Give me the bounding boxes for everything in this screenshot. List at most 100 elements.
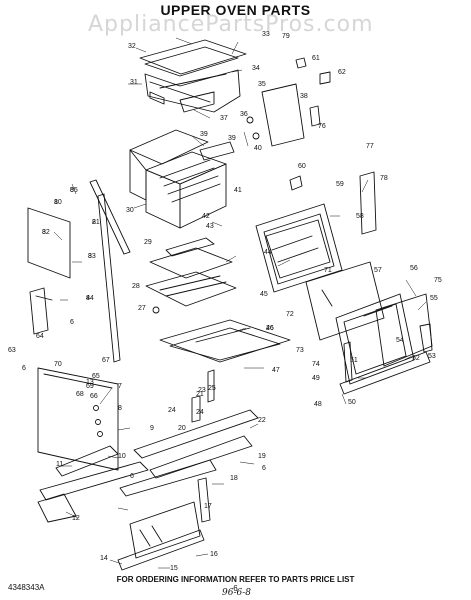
callout-6: 6 xyxy=(130,473,134,480)
callout-42: 42 xyxy=(202,213,210,220)
bottom-panel xyxy=(159,319,291,363)
callout-40: 40 xyxy=(254,145,262,152)
door-panel xyxy=(261,83,321,147)
callout-46: 46 xyxy=(266,325,274,332)
callout-61: 61 xyxy=(312,55,320,62)
callout-3: 3 xyxy=(88,253,92,260)
callout-53: 53 xyxy=(428,353,436,360)
callout-20: 20 xyxy=(178,425,186,432)
callout-6: 6 xyxy=(22,365,26,372)
callout-59: 59 xyxy=(336,181,344,188)
page-number: 6 xyxy=(233,584,238,593)
callout-81: 81 xyxy=(92,219,100,226)
callout-49: 49 xyxy=(312,375,320,382)
callout-69: 69 xyxy=(86,383,94,390)
callout-80: 80 xyxy=(54,199,62,206)
callout-62: 62 xyxy=(338,69,346,76)
callout-14: 14 xyxy=(100,555,108,562)
brackets xyxy=(191,57,331,423)
broil-element xyxy=(145,237,237,314)
callout-17: 17 xyxy=(204,503,212,510)
callout-5: 5 xyxy=(70,187,74,194)
callout-18: 18 xyxy=(230,475,238,482)
callout-39: 39 xyxy=(200,131,208,138)
callout-6: 6 xyxy=(70,319,74,326)
lower-glass-panel xyxy=(117,477,211,571)
callout-24: 24 xyxy=(196,409,204,416)
top-cover-assembly xyxy=(139,39,247,113)
callout-54: 54 xyxy=(396,337,404,344)
diagram-title: UPPER OVEN PARTS xyxy=(160,2,311,18)
callout-31: 31 xyxy=(130,79,138,86)
callout-13: 13 xyxy=(86,379,94,386)
handwritten-date: 96-6-8 xyxy=(222,588,251,598)
callout-23: 23 xyxy=(198,387,206,394)
callout-79: 79 xyxy=(282,33,290,40)
callout-72: 72 xyxy=(286,311,294,318)
callout-67: 67 xyxy=(102,357,110,364)
callout-27: 27 xyxy=(138,305,146,312)
callout-16: 16 xyxy=(210,551,218,558)
ordering-note: FOR ORDERING INFORMATION REFER TO PARTS … xyxy=(116,575,355,584)
callout-47: 47 xyxy=(272,367,280,374)
callout-33: 33 xyxy=(262,31,270,38)
door-latch xyxy=(289,171,377,235)
callout-19: 19 xyxy=(258,453,266,460)
callout-39: 39 xyxy=(228,135,236,142)
lower-rails xyxy=(37,409,259,523)
oven-door-frame xyxy=(255,203,343,293)
callout-10: 10 xyxy=(118,453,126,460)
callout-12: 12 xyxy=(72,515,80,522)
callout-66: 66 xyxy=(90,393,98,400)
door-glass-assembly xyxy=(305,261,433,395)
callout-77: 77 xyxy=(366,143,374,150)
callout-70: 70 xyxy=(54,361,62,368)
callout-45: 45 xyxy=(260,291,268,298)
side-panel xyxy=(37,367,119,471)
part-callouts: 1233456666789101112131415161718192021222… xyxy=(8,31,442,572)
callout-7: 7 xyxy=(118,383,122,390)
callout-56: 56 xyxy=(410,265,418,272)
callout-60: 60 xyxy=(298,163,306,170)
callout-41: 41 xyxy=(234,187,242,194)
callout-51: 51 xyxy=(350,357,358,364)
oven-liner-assembly xyxy=(129,129,235,229)
callout-76: 76 xyxy=(318,123,326,130)
callout-84: 84 xyxy=(86,295,94,302)
callout-29: 29 xyxy=(144,239,152,246)
callout-25: 25 xyxy=(208,385,216,392)
callout-1: 1 xyxy=(54,199,58,206)
callout-32: 32 xyxy=(128,43,136,50)
callout-21: 21 xyxy=(196,391,204,398)
callout-55: 55 xyxy=(430,295,438,302)
callout-24: 24 xyxy=(168,407,176,414)
callout-65: 65 xyxy=(92,373,100,380)
callout-44: 44 xyxy=(264,249,272,256)
callout-83: 83 xyxy=(88,253,96,260)
callout-8: 8 xyxy=(118,405,122,412)
callout-38: 38 xyxy=(300,93,308,100)
callout-71: 71 xyxy=(324,267,332,274)
callout-43: 43 xyxy=(206,223,214,230)
callout-48: 48 xyxy=(314,401,322,408)
callout-9: 9 xyxy=(150,425,154,432)
callout-2: 2 xyxy=(92,219,96,226)
callout-6: 6 xyxy=(262,465,266,472)
callout-34: 34 xyxy=(252,65,260,72)
callout-35: 35 xyxy=(258,81,266,88)
side-trim-strips xyxy=(27,179,131,363)
callout-22: 22 xyxy=(258,417,266,424)
callout-85: 85 xyxy=(70,187,78,194)
callout-73: 73 xyxy=(296,347,304,354)
callout-4: 4 xyxy=(86,295,90,302)
callout-63: 63 xyxy=(8,347,16,354)
callout-50: 50 xyxy=(348,399,356,406)
document-id: 4348343A xyxy=(8,583,45,592)
callout-78: 78 xyxy=(380,175,388,182)
callout-36: 36 xyxy=(240,111,248,118)
callout-58: 58 xyxy=(356,213,364,220)
callout-15: 15 xyxy=(170,565,178,572)
callout-68: 68 xyxy=(76,391,84,398)
callout-28: 28 xyxy=(132,283,140,290)
